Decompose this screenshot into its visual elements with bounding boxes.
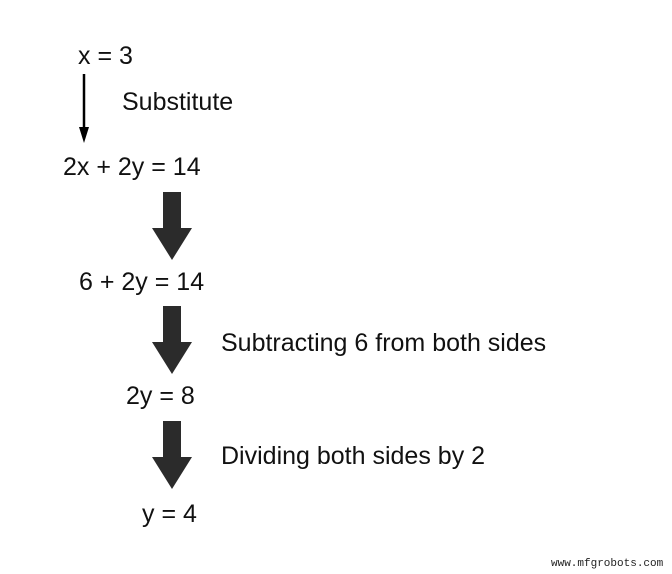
annotation-subtracting: Subtracting 6 from both sides [221,329,547,357]
equation-6-plus-2y-equals-14: 6 + 2y = 14 [79,268,205,296]
watermark: www.mfgrobots.com [551,558,664,570]
thick-down-arrow-icon [152,421,192,489]
thin-down-arrow-icon [79,74,89,143]
equation-x-equals-3: x = 3 [78,42,133,70]
thick-down-arrow-icon [152,306,192,374]
annotation-dividing: Dividing both sides by 2 [221,442,486,470]
equation-2y-equals-8: 2y = 8 [126,382,195,410]
thick-down-arrow-icon [152,192,192,260]
annotation-substitute: Substitute [122,88,234,116]
equation-y-equals-4: y = 4 [142,500,197,528]
equation-2x-plus-2y-equals-14: 2x + 2y = 14 [63,153,201,181]
